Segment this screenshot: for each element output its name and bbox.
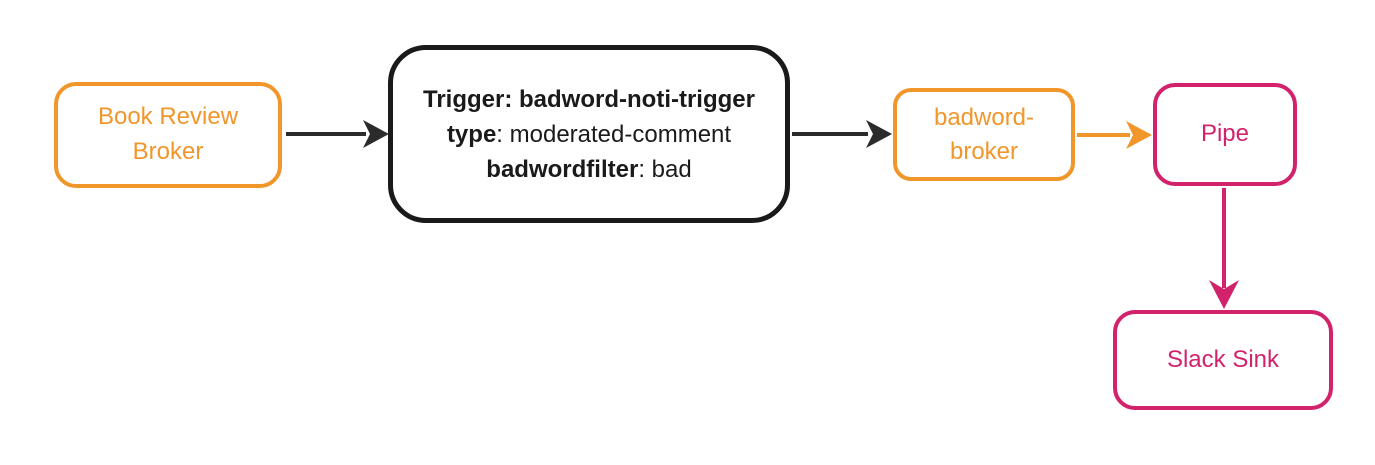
node-badword-broker-label: badword-broker <box>933 103 1035 165</box>
arrowhead-right-icon <box>866 120 892 148</box>
arrowhead-right-icon <box>1126 121 1152 149</box>
trigger-line-2: type: moderated-comment <box>447 117 731 152</box>
node-book-review-broker-label: Book Review Broker <box>97 103 239 165</box>
edge-trigger-to-badword-broker <box>792 120 892 148</box>
trigger-line-2-normal: : moderated-comment <box>496 120 732 148</box>
node-trigger: Trigger: badword-noti-trigger type: mode… <box>388 45 790 223</box>
node-slack-sink-label: Slack Sink <box>1166 345 1280 373</box>
node-book-review-broker: Book Review Broker <box>54 82 282 188</box>
trigger-line-1-bold: Trigger: badword-noti-trigger <box>423 85 755 113</box>
edge-book-review-broker-to-trigger <box>286 120 389 148</box>
trigger-line-1: Trigger: badword-noti-trigger <box>423 82 755 117</box>
node-slack-sink: Slack Sink <box>1113 310 1333 410</box>
node-pipe: Pipe <box>1153 83 1297 186</box>
node-pipe-label: Pipe <box>1200 120 1250 148</box>
trigger-line-3: badwordfilter: bad <box>486 152 691 187</box>
arrowhead-down-icon <box>1209 280 1239 309</box>
edge-badword-broker-to-pipe <box>1077 121 1152 149</box>
arrowhead-right-icon <box>363 120 389 148</box>
edge-pipe-to-slack-sink <box>1209 188 1239 309</box>
trigger-line-3-bold: badwordfilter <box>486 155 639 183</box>
trigger-line-2-bold: type <box>446 120 497 148</box>
node-badword-broker: badword-broker <box>893 88 1075 181</box>
trigger-line-3-normal: : bad <box>638 155 692 183</box>
